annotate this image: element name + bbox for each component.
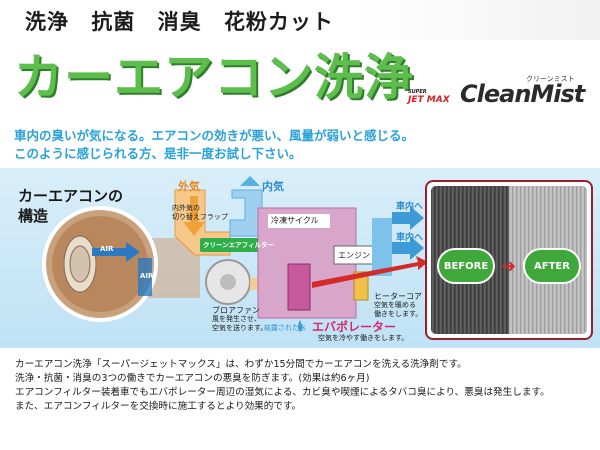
heater-title: ヒーターコア bbox=[374, 292, 422, 301]
to-cabin-label-2: 車内へ bbox=[396, 233, 424, 243]
heater-core-label: ヒーターコア 空気を暖める 働きをします。 bbox=[374, 292, 422, 319]
description-line-2: 洗浄・抗菌・消臭の3つの働きでカーエアコンの悪臭を防ぎます。(効果は約6ヶ月) bbox=[15, 373, 370, 384]
feature-deodorize: 消臭 bbox=[157, 10, 202, 34]
intro-line-1: 車内の臭いが気になる。エアコンの効きが悪い、風量が弱いと感じる。 bbox=[14, 128, 415, 143]
evaporator-title: エバポレーター bbox=[312, 320, 397, 334]
flap-label-line-1: 内外気の bbox=[172, 204, 200, 212]
inside-air-label: 内気 bbox=[262, 180, 284, 193]
structure-title: カーエアコンの 構造 bbox=[18, 186, 123, 226]
heater-desc-1: 空気を暖める bbox=[374, 301, 416, 309]
intro-line-2: このように感じられる方、是非一度お試し下さい。 bbox=[14, 146, 302, 161]
blower-desc-2: 空気を送ります。 bbox=[212, 324, 268, 332]
after-badge: AFTER bbox=[523, 248, 581, 284]
description-line-4: また、エアコンフィルターを交換時に施工するとより効果的です。 bbox=[15, 401, 302, 412]
brand-prefix: SUPER JET MAX bbox=[408, 89, 450, 106]
evaporator-photo: BEFORE ➜ AFTER bbox=[431, 186, 587, 334]
blower-desc-1: 風を発生させ、 bbox=[212, 315, 261, 323]
before-badge: BEFORE bbox=[437, 248, 495, 284]
brand-kana: クリーンミスト bbox=[526, 75, 575, 83]
air-label-1: AIR bbox=[100, 245, 114, 253]
description-line-1: カーエアコン洗浄「スーパージェットマックス」は、わずか15分間でカーエアコンを洗… bbox=[15, 359, 467, 370]
description-line-3: エアコンフィルター装着車でもエバポレーター周辺の湿気による、カビ臭や喫煙によるタ… bbox=[15, 387, 550, 398]
product-description: カーエアコン洗浄「スーパージェットマックス」は、わずか15分間でカーエアコンを洗… bbox=[15, 358, 550, 414]
feature-wash: 洗浄 bbox=[25, 10, 69, 34]
cooling-cycle-label: 冷凍サイクル bbox=[271, 216, 319, 225]
feature-pollen-cut: 花粉カット bbox=[223, 10, 334, 34]
filter-label: クリーンエアフィルター bbox=[203, 241, 275, 249]
flap-label: 内外気の 切り替えフラップ bbox=[172, 204, 228, 222]
structure-title-line-2: 構造 bbox=[18, 207, 49, 225]
before-after-arrow-icon: ➜ bbox=[501, 256, 517, 277]
main-title: カーエアコン洗浄 bbox=[14, 49, 415, 106]
outside-air-label: 外気 bbox=[178, 180, 200, 193]
intro-text: 車内の臭いが気になる。エアコンの効きが悪い、風量が弱いと感じる。 このように感じ… bbox=[14, 127, 414, 163]
flap-label-line-2: 切り替えフラップ bbox=[172, 213, 228, 221]
banner-stripe bbox=[0, 0, 600, 40]
top-banner: 洗浄 抗菌 消臭 花粉カット カーエアコン洗浄 bbox=[0, 0, 600, 132]
blower-label: ブロアファン 風を発生させ、 空気を送ります。 bbox=[212, 306, 267, 333]
feature-tagline: 洗浄 抗菌 消臭 花粉カット bbox=[25, 6, 348, 36]
heater-desc-2: 働きをします。 bbox=[374, 310, 423, 318]
evaporator-desc: 空気を冷やす働きをします。 bbox=[318, 334, 409, 342]
engine-label: エンジン bbox=[338, 251, 370, 260]
brand-logo: SUPER JET MAX クリーンミスト CleanMist bbox=[408, 72, 588, 112]
structure-title-line-1: カーエアコンの bbox=[18, 187, 124, 205]
brand-prefix-main: JET MAX bbox=[408, 95, 450, 105]
to-cabin-label-1: 車内へ bbox=[396, 202, 424, 212]
brand-prefix-top: SUPER bbox=[408, 89, 427, 95]
condensate-label: 結露された水 bbox=[264, 324, 306, 332]
feature-antibacterial: 抗菌 bbox=[91, 10, 136, 34]
blower-title: ブロアファン bbox=[212, 306, 260, 315]
before-after-photo: BEFORE ➜ AFTER bbox=[425, 180, 593, 340]
air-label-2: AIR bbox=[140, 272, 154, 280]
brand-name: CleanMist bbox=[460, 80, 585, 108]
